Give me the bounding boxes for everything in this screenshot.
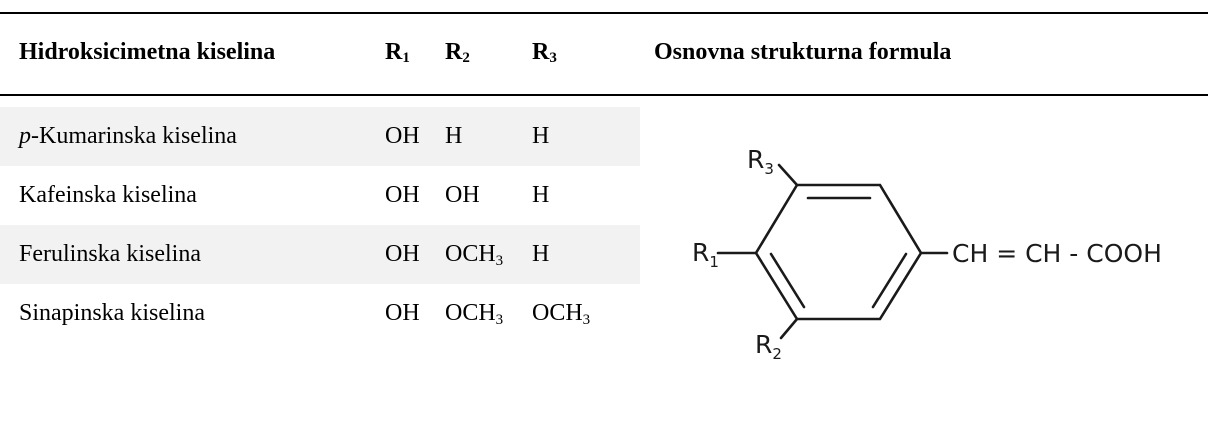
ring-double-bond-right	[871, 252, 908, 309]
ring-hexagon	[754, 183, 923, 321]
r3-value: OCH	[532, 300, 583, 326]
r3-value: H	[532, 241, 550, 267]
r3-cell: H	[532, 166, 549, 225]
acid-name-prefix: p	[19, 123, 31, 149]
header-r3: R3	[532, 32, 557, 72]
acid-name-cell: Kafeinska kiselina	[19, 166, 197, 225]
header-r2-sub: 2	[462, 50, 470, 66]
r2-value: OH	[445, 182, 480, 208]
substituent-r3: R3	[747, 145, 774, 178]
r3-value: H	[532, 123, 550, 149]
r1-letter: R	[692, 238, 709, 267]
substituent-r2: R2	[755, 330, 782, 363]
r2-value: OCH	[445, 241, 496, 267]
r2-subscript-label: 2	[772, 345, 782, 363]
r1-value: OH	[385, 123, 420, 149]
header-r1-sub: 1	[402, 50, 410, 66]
r1-subscript-label: 1	[709, 253, 719, 271]
r1-cell: OH	[385, 107, 420, 166]
header-r2: R2	[445, 32, 470, 72]
r2-cell: OH	[445, 166, 480, 225]
r1-cell: OH	[385, 284, 420, 343]
r2-cell: OCH3	[445, 225, 503, 284]
header-r1: R1	[385, 32, 410, 72]
benzene-ring	[716, 163, 949, 340]
acid-name: Kafeinska kiselina	[19, 182, 197, 208]
acid-name: -Kumarinska kiselina	[31, 123, 237, 149]
header-r1-main: R	[385, 39, 403, 65]
r1-value: OH	[385, 182, 420, 208]
r2-cell: OCH3	[445, 284, 503, 343]
acid-name: Ferulinska kiselina	[19, 241, 201, 267]
r1-value: OH	[385, 300, 420, 326]
r1-value: OH	[385, 241, 420, 267]
header-formula: Osnovna strukturna formula	[654, 32, 951, 72]
r2-value: OCH	[445, 300, 496, 326]
r1-cell: OH	[385, 166, 420, 225]
ring-double-bond-left	[769, 252, 806, 309]
r3-cell: OCH3	[532, 284, 590, 343]
r3-letter: R	[747, 145, 764, 174]
acid-name-cell: Sinapinska kiselina	[19, 284, 205, 343]
structural-formula: R3 R1 R2 CH = CH - COOH	[692, 145, 1162, 363]
header-rule	[0, 94, 1208, 96]
substituent-r1: R1	[692, 238, 719, 271]
table-row: Kafeinska kiselina OH OH H	[0, 166, 640, 225]
acid-name: Sinapinska kiselina	[19, 300, 205, 326]
r2-cell: H	[445, 107, 462, 166]
r2-subscript: 3	[495, 312, 504, 328]
side-chain-label: CH = CH - COOH	[952, 239, 1162, 268]
r3-subscript-label: 3	[764, 160, 774, 178]
header-acid-text: Hidroksicimetna kiselina	[19, 39, 276, 65]
r3-subscript: 3	[582, 312, 591, 328]
top-rule	[0, 12, 1208, 14]
bond-r3	[777, 163, 799, 187]
acid-name-cell: Ferulinska kiselina	[19, 225, 201, 284]
header-r3-sub: 3	[549, 50, 557, 66]
bond-r2	[779, 317, 799, 340]
header-acid: Hidroksicimetna kiselina	[19, 32, 275, 72]
header-r3-main: R	[532, 39, 550, 65]
r2-subscript: 3	[495, 253, 504, 269]
table-row: Sinapinska kiselina OH OCH3 OCH3	[0, 284, 640, 343]
r2-letter: R	[755, 330, 772, 359]
r2-value: H	[445, 123, 463, 149]
table-row: p-Kumarinska kiselina OH H H	[0, 107, 640, 166]
table-row: Ferulinska kiselina OH OCH3 H	[0, 225, 640, 284]
r3-cell: H	[532, 107, 549, 166]
header-r2-main: R	[445, 39, 463, 65]
header-formula-text: Osnovna strukturna formula	[654, 39, 952, 65]
r3-cell: H	[532, 225, 549, 284]
r1-cell: OH	[385, 225, 420, 284]
acid-name-cell: p-Kumarinska kiselina	[19, 107, 237, 166]
r3-value: H	[532, 182, 550, 208]
